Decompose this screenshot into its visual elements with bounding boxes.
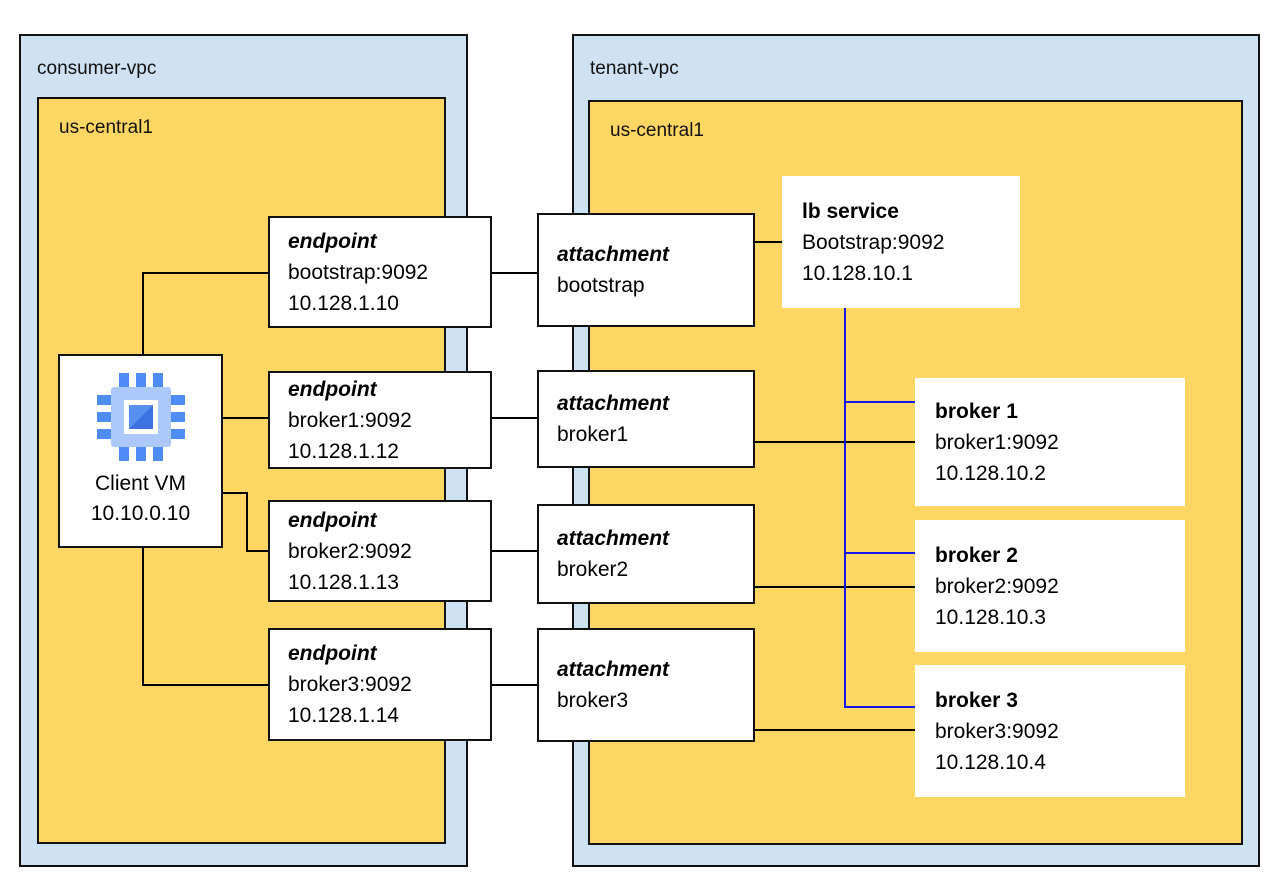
endpoint-ip: 10.128.1.14 (288, 704, 399, 727)
broker-host: broker3:9092 (935, 719, 1059, 743)
attachment-title: attachment (557, 527, 670, 550)
endpoint-host: broker3:9092 (288, 673, 412, 696)
consumer-vpc-label: consumer-vpc (37, 58, 157, 79)
endpoint-title: endpoint (288, 229, 377, 253)
lb-service-node: lb service Bootstrap:9092 10.128.10.1 (782, 176, 1020, 308)
attachment-node-broker1: attachment broker1 (537, 370, 755, 468)
connector-line (755, 586, 915, 588)
connector-line (142, 272, 268, 274)
endpoint-host: broker2:9092 (288, 539, 412, 563)
connector-line (492, 272, 537, 274)
broker-title: broker 2 (935, 543, 1018, 567)
tenant-region-label: us-central1 (610, 120, 704, 141)
broker-ip: 10.128.10.4 (935, 750, 1046, 774)
endpoint-node-broker2: endpoint broker2:9092 10.128.1.13 (268, 500, 492, 602)
connector-line (755, 729, 915, 731)
lb-service-ip: 10.128.10.1 (802, 261, 913, 285)
lb-service-host: Bootstrap:9092 (802, 230, 945, 254)
connector-line (492, 684, 537, 686)
attachment-target: broker3 (557, 689, 629, 712)
lb-service-title: lb service (802, 199, 899, 223)
connector-line (223, 417, 268, 419)
client-vm-name: Client VM (94, 472, 187, 495)
endpoint-title: endpoint (288, 508, 377, 532)
endpoint-node-bootstrap: endpoint bootstrap:9092 10.128.1.10 (268, 216, 492, 328)
attachment-node-broker2: attachment broker2 (537, 504, 755, 604)
attachment-title: attachment (557, 392, 670, 415)
endpoint-ip: 10.128.1.12 (288, 439, 399, 463)
endpoint-node-broker1: endpoint broker1:9092 10.128.1.12 (268, 371, 492, 469)
broker-ip: 10.128.10.2 (935, 461, 1046, 485)
consumer-region-label: us-central1 (59, 117, 153, 138)
client-vm-node: Client VM 10.10.0.10 (58, 354, 223, 548)
broker-node-1: broker 1 broker1:9092 10.128.10.2 (915, 378, 1185, 506)
attachment-target: broker2 (557, 558, 629, 581)
broker-node-3: broker 3 broker3:9092 10.128.10.4 (915, 665, 1185, 797)
endpoint-title: endpoint (288, 377, 377, 401)
broker-title: broker 3 (935, 688, 1018, 712)
lb-connector-line (844, 308, 846, 708)
connector-line (492, 417, 537, 419)
client-vm-ip: 10.10.0.10 (90, 502, 191, 525)
endpoint-host: broker1:9092 (288, 408, 412, 432)
broker-ip: 10.128.10.3 (935, 605, 1046, 629)
connector-line (755, 441, 915, 443)
broker-node-2: broker 2 broker2:9092 10.128.10.3 (915, 520, 1185, 652)
broker-host: broker2:9092 (935, 574, 1059, 598)
connector-line (755, 241, 782, 243)
attachment-node-broker3: attachment broker3 (537, 628, 755, 742)
endpoint-ip: 10.128.1.13 (288, 570, 399, 594)
lb-connector-line (844, 706, 915, 708)
attachment-title: attachment (557, 658, 670, 681)
lb-connector-line (844, 401, 915, 403)
attachment-node-bootstrap: attachment bootstrap (537, 213, 755, 327)
endpoint-host: bootstrap:9092 (288, 260, 429, 284)
attachment-target: broker1 (557, 423, 629, 446)
attachment-target: bootstrap (557, 274, 645, 297)
connector-line (246, 492, 248, 552)
tenant-vpc-label: tenant-vpc (590, 58, 679, 79)
lb-connector-line (844, 552, 915, 554)
compute-engine-chip-icon (96, 373, 185, 461)
endpoint-title: endpoint (288, 642, 377, 665)
connector-line (246, 550, 268, 552)
connector-line (142, 272, 144, 354)
connector-line (223, 492, 248, 494)
endpoint-node-broker3: endpoint broker3:9092 10.128.1.14 (268, 628, 492, 741)
broker-title: broker 1 (935, 399, 1018, 423)
broker-host: broker1:9092 (935, 430, 1059, 454)
attachment-title: attachment (557, 243, 670, 266)
connector-line (142, 548, 144, 685)
connector-line (492, 550, 537, 552)
connector-line (142, 684, 268, 686)
endpoint-ip: 10.128.1.10 (288, 291, 399, 315)
